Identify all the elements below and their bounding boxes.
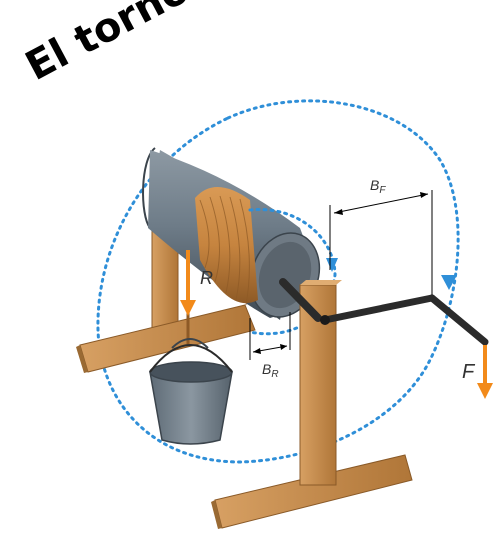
effort-force-arrow [477, 345, 493, 399]
effort-arm-dimension [329, 190, 433, 295]
bucket [149, 338, 233, 445]
crank-handle [279, 278, 489, 346]
load-arm-dimension [249, 312, 291, 360]
large-rotation-path [96, 99, 460, 464]
label-F: F [462, 361, 476, 383]
label-BF: BF [370, 177, 386, 196]
small-rotation-path [248, 208, 337, 336]
load-force-arrow [180, 250, 196, 316]
small-rotation-arrowhead [326, 258, 338, 272]
label-R: R [200, 268, 213, 288]
large-rotation-arrowhead [441, 275, 457, 290]
label-BR: BR [262, 361, 279, 380]
rope-coil [195, 186, 258, 306]
